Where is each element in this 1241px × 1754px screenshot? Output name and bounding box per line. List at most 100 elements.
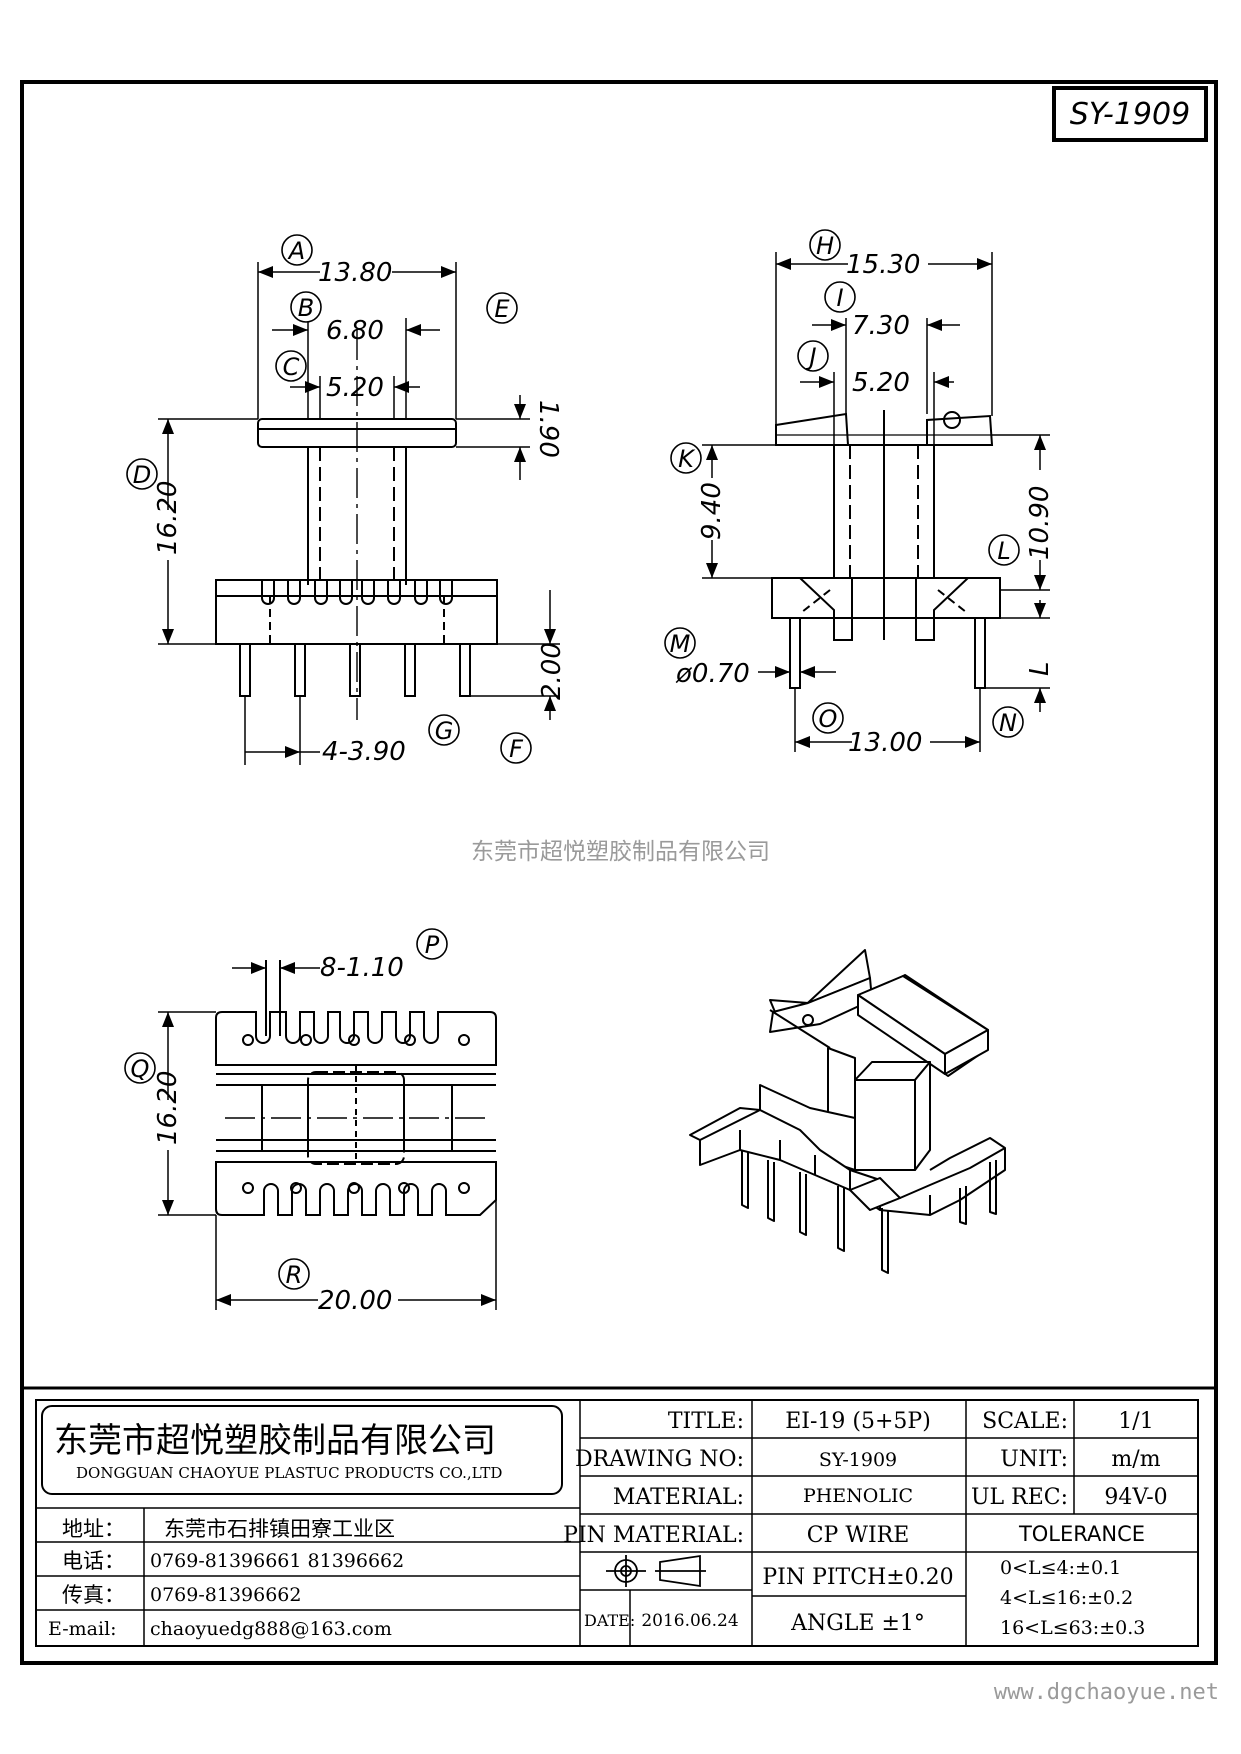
bottom-pin-holes [242, 1034, 470, 1194]
dim-e: 1.90 [533, 400, 563, 458]
bottom-bottom-flange [215, 1161, 497, 1216]
front-base-slots [261, 580, 453, 605]
angle-tolerance: ANGLE ±1° [790, 1611, 925, 1636]
tolerance-line-1: 0<L≤4:±0.1 [1000, 1557, 1121, 1579]
tolerance-line-2: 4<L≤16:±0.2 [1000, 1587, 1133, 1609]
pin-pitch: PIN PITCH±0.20 [762, 1565, 953, 1590]
phone-value: 0769-81396661 81396662 [150, 1550, 404, 1572]
dim-l: 10.90 [1025, 486, 1055, 560]
address-label: 地址： [62, 1517, 125, 1541]
drawing-no-label: DRAWING NO: [575, 1447, 744, 1472]
drawing-code-box: SY-1909 [1052, 86, 1208, 142]
circled-labels [124, 229, 1024, 1290]
label-l: L [997, 537, 1010, 565]
dim-g: 4-3.90 [322, 737, 406, 767]
material-label: MATERIAL: [613, 1485, 744, 1510]
tolerance-line-3: 16<L≤63:±0.3 [1000, 1617, 1145, 1639]
ul-value: 94V-0 [1104, 1485, 1167, 1510]
scale-value: 1/1 [1118, 1409, 1153, 1434]
dim-i: 7.30 [852, 311, 910, 341]
company-name-cn: 东莞市超悦塑胶制品有限公司 [54, 1421, 496, 1461]
company-name-en: DONGGUAN CHAOYUE PLASTUC PRODUCTS CO.,LT… [76, 1464, 502, 1482]
isometric-view [689, 949, 1006, 1274]
label-a: A [287, 237, 305, 265]
dim-r: 20.00 [318, 1286, 392, 1316]
date-label: DATE: [584, 1611, 635, 1630]
fax-label: 传真： [62, 1583, 125, 1607]
side-base [771, 577, 1001, 619]
dim-q: 16.20 [153, 1071, 183, 1145]
label-j: J [805, 343, 816, 371]
dim-d: 16.20 [153, 481, 183, 555]
title-value: EI-19 (5+5P) [785, 1409, 931, 1434]
label-c: C [283, 353, 300, 381]
dim-p: 8-1.10 [320, 953, 404, 983]
label-p: P [425, 931, 440, 959]
side-pin1-mark [943, 411, 961, 429]
unit-label: UNIT: [1000, 1447, 1068, 1472]
unit-value: m/m [1111, 1447, 1160, 1472]
front-dim-text: 13.80 6.80 5.20 16.20 1.90 2.00 4-3.90 [153, 258, 567, 767]
address-value: 东莞市石排镇田寮工业区 [164, 1517, 395, 1541]
label-d: D [133, 461, 151, 489]
watermark: 东莞市超悦塑胶制品有限公司 [471, 839, 770, 865]
side-top-left [775, 412, 850, 446]
side-dimensions [702, 252, 1050, 752]
front-dimensions [158, 262, 560, 765]
circled-label-text: A B C D E F G H I J K L M N O P Q R [131, 232, 1017, 1289]
label-b: B [298, 294, 314, 322]
phone-label: 电话： [62, 1549, 125, 1573]
bottom-dim-text: 8-1.10 16.20 20.00 [153, 953, 404, 1316]
side-view [702, 252, 1050, 752]
dim-a: 13.80 [318, 258, 392, 288]
isometric-pins [741, 1150, 997, 1274]
front-pins [239, 643, 471, 697]
side-pin-left [789, 617, 801, 689]
drawing-frame [20, 80, 1218, 1665]
label-i: I [836, 284, 843, 312]
title-block-text: 东莞市超悦塑胶制品有限公司 DONGGUAN CHAOYUE PLASTUC P… [48, 1409, 1168, 1640]
dim-h: 15.30 [846, 250, 920, 280]
scale-label: SCALE: [982, 1409, 1068, 1434]
pin-material-label: PIN MATERIAL: [563, 1523, 744, 1548]
projection-symbol-icon [606, 1554, 706, 1588]
tolerance-label: TOLERANCE [1018, 1522, 1145, 1546]
label-n: N [999, 709, 1017, 737]
dim-j: 5.20 [852, 368, 910, 398]
email-value: chaoyuedg888@163.com [150, 1618, 392, 1640]
bottom-top-flange [215, 1011, 497, 1066]
material-value: PHENOLIC [803, 1485, 913, 1507]
label-h: H [816, 232, 834, 260]
ul-label: UL REC: [971, 1485, 1068, 1510]
label-q: Q [131, 1055, 150, 1083]
dim-c: 5.20 [326, 373, 384, 403]
label-g: G [435, 717, 454, 745]
dim-o: 13.00 [848, 728, 922, 758]
dim-f: 2.00 [537, 642, 567, 700]
side-pin-right [974, 617, 986, 689]
label-o: O [819, 705, 838, 733]
bottom-dimensions [158, 962, 497, 1310]
title-label: TITLE: [668, 1409, 744, 1434]
label-e: E [494, 295, 510, 323]
pin-material-value: CP WIRE [807, 1523, 910, 1548]
fax-value: 0769-81396662 [150, 1584, 301, 1606]
isometric-pin1-mark [802, 1014, 814, 1026]
dim-m: ø0.70 [675, 659, 750, 689]
label-k: K [678, 445, 696, 473]
label-m: M [670, 630, 691, 658]
front-view [158, 262, 560, 765]
title-block [24, 1386, 1214, 1647]
dim-b: 6.80 [326, 316, 384, 346]
date-value: 2016.06.24 [641, 1611, 738, 1631]
company-box [41, 1405, 563, 1495]
drawing-code: SY-1909 [1069, 96, 1191, 132]
website-url[interactable]: www.dgchaoyue.net [993, 1680, 1219, 1705]
dim-k: 9.40 [697, 482, 727, 540]
bottom-view [158, 960, 497, 1310]
email-label: E-mail: [48, 1618, 117, 1640]
drawing-no-value: SY-1909 [819, 1449, 897, 1471]
label-r: R [286, 1261, 303, 1289]
side-dim-text: 15.30 7.30 5.20 9.40 10.90 ø0.70 L 13.00 [675, 250, 1055, 758]
